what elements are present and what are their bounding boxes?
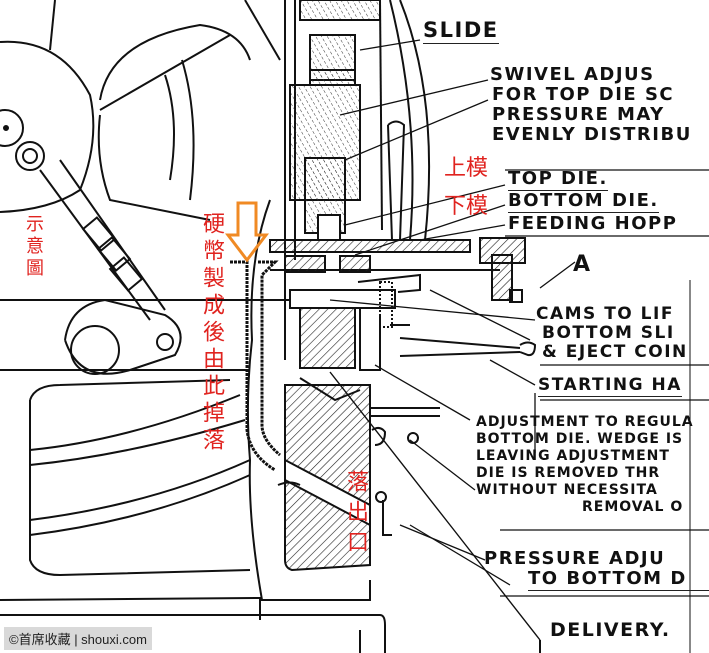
annotation-coin-drop: 硬幣製成後由此掉落 — [199, 212, 224, 455]
connecting-rod — [15, 141, 166, 321]
base-housing — [0, 199, 386, 653]
label-line: FOR TOP DIE SC — [492, 84, 675, 105]
label-line: ADJUSTMENT TO REGULA — [476, 414, 694, 430]
label-pressure-adjustment: PRESSURE ADJU TO BOTTOM D — [484, 548, 709, 591]
label-line: DIE IS REMOVED THR — [476, 465, 661, 481]
label-line: TO BOTTOM D — [528, 570, 709, 591]
label-line: PRESSURE MAY — [492, 104, 665, 125]
label-cams: CAMS TO LIF BOTTOM SLI & EJECT COIN — [536, 304, 686, 361]
annotation-schematic: 示意圖 — [23, 214, 44, 280]
label-slide: SLIDE — [423, 18, 499, 44]
drop-arrow-icon — [224, 201, 270, 263]
label-line: CAMS TO LIF — [536, 304, 674, 324]
annotation-outlet: 落出口 — [343, 470, 368, 560]
label-line: WITHOUT NECESSITA — [476, 482, 658, 498]
label-line: REMOVAL O — [582, 499, 684, 515]
annotation-lower-die: 下模 — [444, 194, 489, 219]
label-delivery: DELIVERY. — [550, 619, 671, 641]
label-line: LEAVING ADJUSTMENT — [476, 448, 670, 464]
label-bottom-die: BOTTOM DIE. — [508, 190, 659, 213]
flywheel — [0, 0, 281, 221]
slide-assembly — [289, 0, 406, 241]
label-line: BOTTOM DIE. WEDGE IS — [476, 431, 684, 447]
label-swivel-adjustment: SWIVEL ADJUS FOR TOP DIE SC PRESSURE MAY… — [490, 66, 690, 144]
label-line: & EJECT COIN — [542, 342, 688, 362]
label-adjustment: ADJUSTMENT TO REGULA BOTTOM DIE. WEDGE I… — [476, 415, 694, 514]
label-starting-handle: STARTING HA — [538, 375, 682, 397]
feeding-hopper — [230, 260, 301, 486]
label-line: BOTTOM SLI — [542, 323, 675, 343]
label-a-marker: A — [573, 252, 592, 277]
leader-lines — [329, 39, 709, 597]
lower-block — [284, 371, 541, 641]
die-table — [269, 237, 537, 371]
label-line: EVENLY DISTRIBU — [492, 124, 692, 145]
label-line: SWIVEL ADJUS — [490, 64, 655, 85]
label-feeding-hopper: FEEDING HOPP — [508, 213, 678, 234]
label-top-die: TOP DIE. — [508, 168, 608, 191]
annotation-upper-die: 上模 — [444, 156, 489, 181]
crank-lever — [64, 298, 182, 375]
frame — [0, 0, 691, 653]
watermark: ©首席收藏 | shouxi.com — [4, 627, 152, 650]
label-line: PRESSURE ADJU — [484, 548, 666, 569]
